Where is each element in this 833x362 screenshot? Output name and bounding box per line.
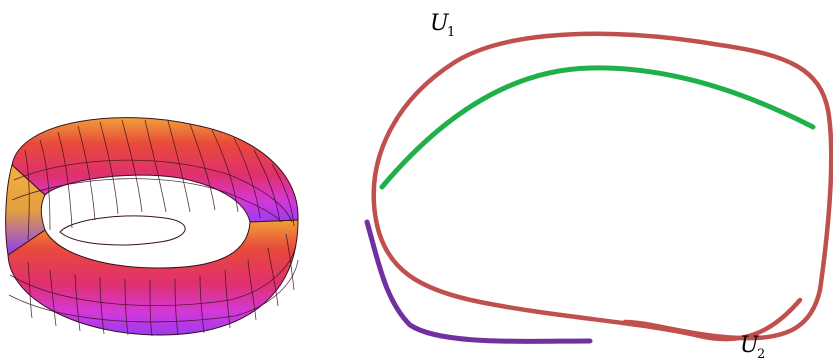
label-u2: U 2 — [740, 333, 765, 362]
mobius-strip-hole — [59, 215, 186, 246]
mobius-strip — [5, 117, 299, 337]
mobius-strip-top-band — [11, 117, 299, 223]
green-curve — [379, 65, 816, 190]
mobius-strip-mesh — [8, 119, 299, 337]
label-u1-main: U — [430, 11, 450, 36]
label-u2-sub: 2 — [757, 347, 765, 362]
label-u1-sub: 1 — [447, 25, 455, 40]
mobius-strip-twist — [5, 164, 46, 256]
set-boundary-curve-lower — [373, 217, 803, 342]
label-u1: U 1 — [430, 11, 455, 40]
set-boundary-curve — [371, 31, 833, 341]
purple-curve — [364, 219, 593, 344]
label-u2-main: U — [740, 333, 760, 358]
mobius-strip-front-band — [7, 219, 299, 336]
